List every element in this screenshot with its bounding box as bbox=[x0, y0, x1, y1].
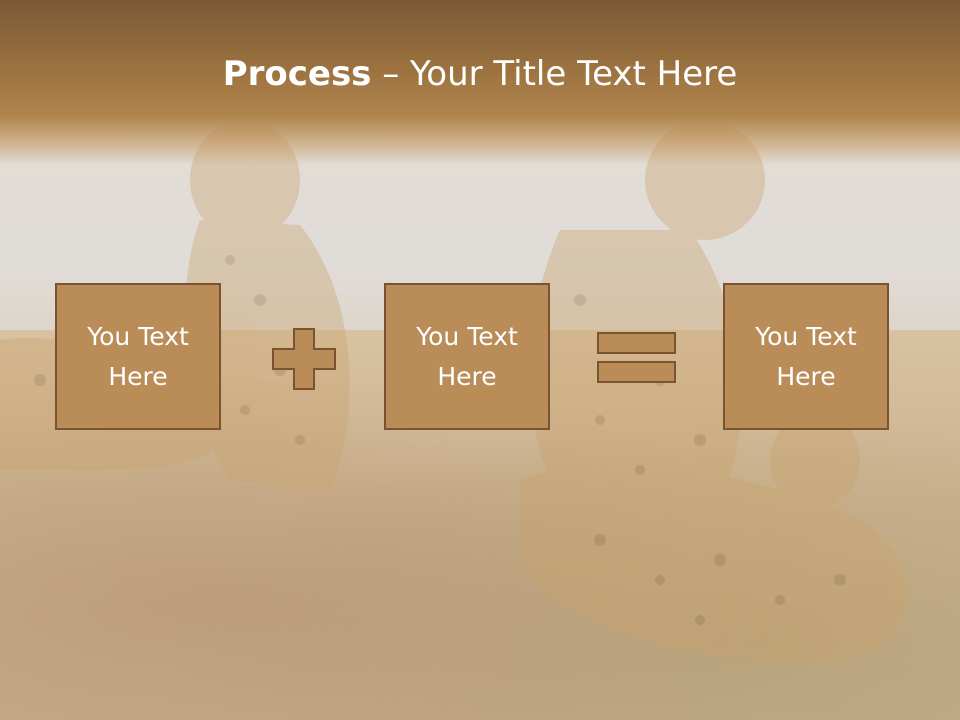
process-box-3-text: You Text Here bbox=[755, 321, 857, 391]
process-box-3[interactable]: You Text Here bbox=[723, 283, 889, 430]
title-rest: – Your Title Text Here bbox=[371, 54, 738, 94]
process-box-1[interactable]: You Text Here bbox=[55, 283, 221, 430]
equals-bar-top bbox=[597, 332, 676, 354]
slide-title[interactable]: Process – Your Title Text Here bbox=[0, 52, 960, 96]
process-box-2-text: You Text Here bbox=[416, 321, 518, 391]
plus-icon bbox=[272, 328, 336, 390]
process-box-2[interactable]: You Text Here bbox=[384, 283, 550, 430]
title-bold: Process bbox=[222, 54, 372, 94]
title-band bbox=[0, 0, 960, 165]
equals-bar-bottom bbox=[597, 361, 676, 383]
process-box-1-text: You Text Here bbox=[87, 321, 189, 391]
